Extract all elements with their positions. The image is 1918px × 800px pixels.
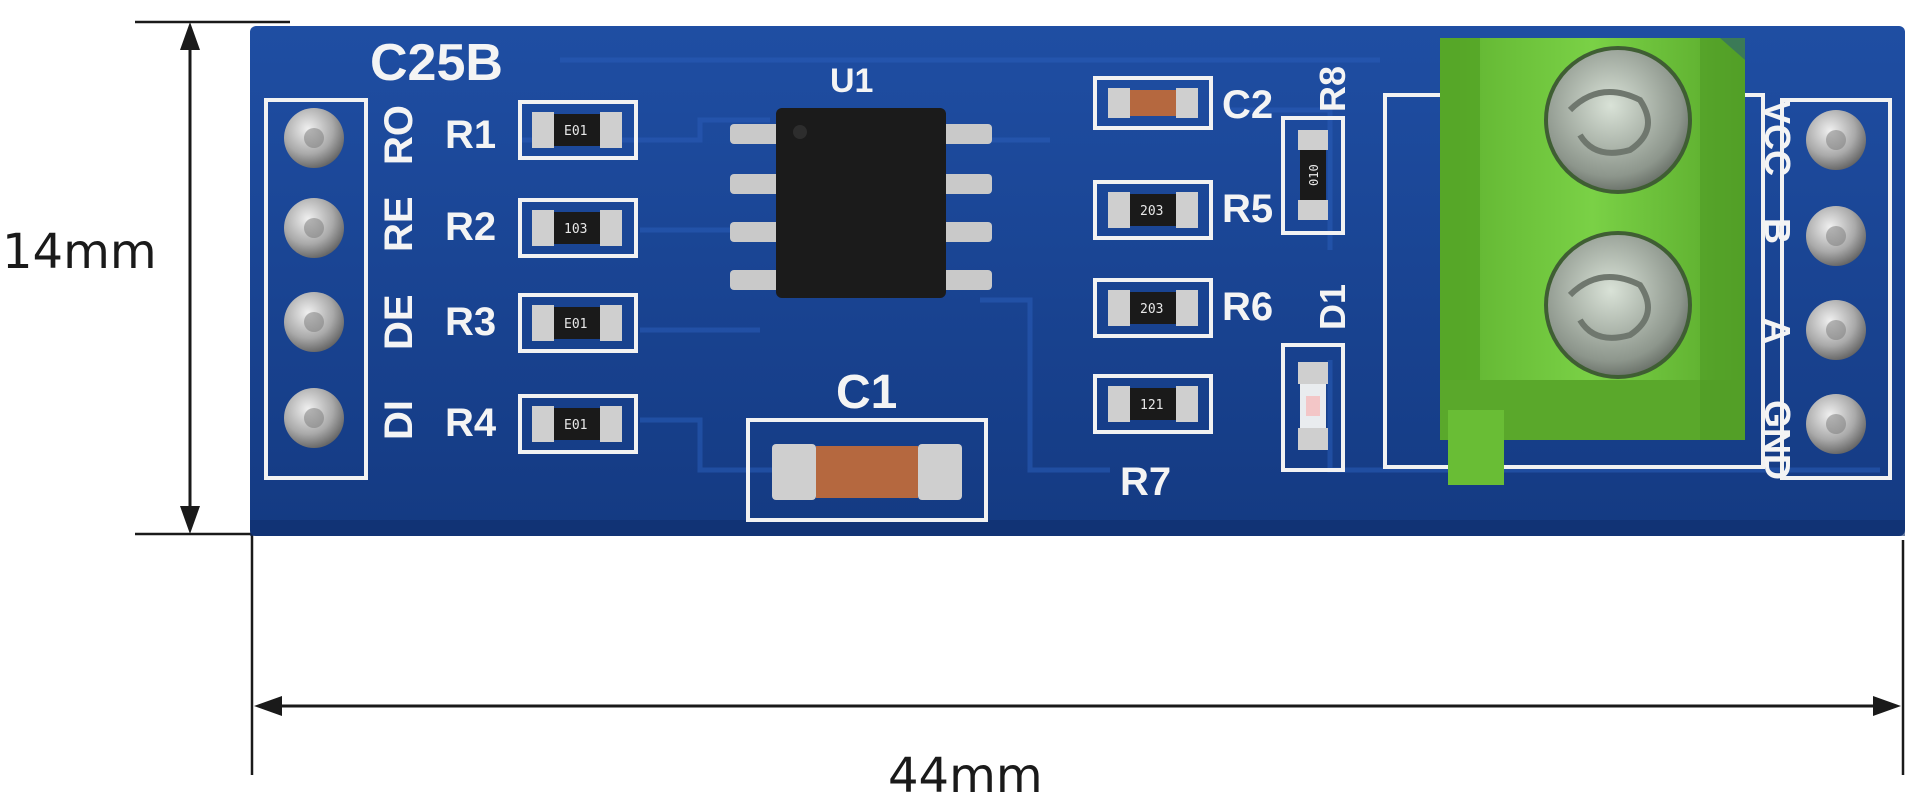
resistor-r1: R1 E01	[445, 100, 638, 160]
pin-label-ro: RO	[377, 105, 421, 165]
resistor-r8: R8 010	[1298, 66, 1353, 220]
resistor-ref: R1	[445, 113, 496, 157]
height-dimension: 14mm	[2, 20, 290, 536]
resistor-code: 203	[1140, 302, 1163, 317]
capacitor-ref: C2	[1222, 83, 1273, 127]
resistor-code: E01	[564, 124, 587, 139]
capacitor-ref: C1	[836, 366, 897, 419]
resistor-ref: R4	[445, 401, 497, 445]
resistor-code: 103	[564, 222, 587, 237]
resistor-code: 203	[1140, 204, 1163, 219]
pin-label-di: DI	[377, 400, 421, 440]
width-dimension: 44mm	[250, 530, 1905, 800]
header-pin	[1806, 206, 1866, 266]
width-label: 44mm	[888, 748, 1043, 800]
header-pin	[284, 292, 344, 352]
height-label: 14mm	[2, 224, 157, 280]
resistor-code: E01	[564, 418, 587, 433]
chip-u1: U1	[730, 62, 992, 298]
resistor-r4: R4 E01	[445, 394, 638, 454]
resistor-r5: 203 R5	[1093, 180, 1273, 240]
resistor-ref: R2	[445, 205, 496, 249]
screw-icon	[1544, 46, 1692, 194]
pin-label-de: DE	[377, 294, 421, 350]
resistor-code: E01	[564, 317, 587, 332]
capacitor-c1: C1	[746, 366, 988, 522]
pin-label-re: RE	[377, 196, 421, 252]
resistor-r7: 121 R7	[1093, 374, 1213, 504]
right-header	[1806, 110, 1866, 454]
led-ref: D1	[1312, 284, 1353, 330]
screw-terminal	[1440, 38, 1745, 485]
resistor-ref: R8	[1312, 66, 1353, 112]
resistor-code: 010	[1307, 164, 1321, 186]
header-pin	[1806, 110, 1866, 170]
pin-label-b: B	[1757, 218, 1798, 244]
resistor-ref: R3	[445, 300, 496, 344]
resistor-r6: 203 R6	[1093, 278, 1273, 338]
left-header	[284, 108, 344, 448]
chip-ref: U1	[830, 62, 873, 100]
header-pin	[284, 198, 344, 258]
header-pin	[284, 388, 344, 448]
resistor-code: 121	[1140, 398, 1163, 413]
pin-label-a: A	[1757, 318, 1798, 344]
board-title: C25B	[370, 34, 503, 92]
header-pin	[284, 108, 344, 168]
header-pin	[1806, 300, 1866, 360]
resistor-r2: R2 103	[445, 198, 638, 258]
resistor-ref: R5	[1222, 187, 1273, 231]
resistor-ref: R7	[1120, 460, 1171, 504]
capacitor-c2: C2	[1093, 76, 1273, 130]
header-pin	[1806, 394, 1866, 454]
screw-icon	[1544, 231, 1692, 379]
resistor-r3: R3 E01	[445, 293, 638, 353]
pin-label-gnd: GND	[1757, 400, 1798, 480]
resistor-ref: R6	[1222, 285, 1273, 329]
led-d1: D1	[1298, 284, 1353, 450]
pin-label-vcc: VCC	[1757, 100, 1798, 176]
